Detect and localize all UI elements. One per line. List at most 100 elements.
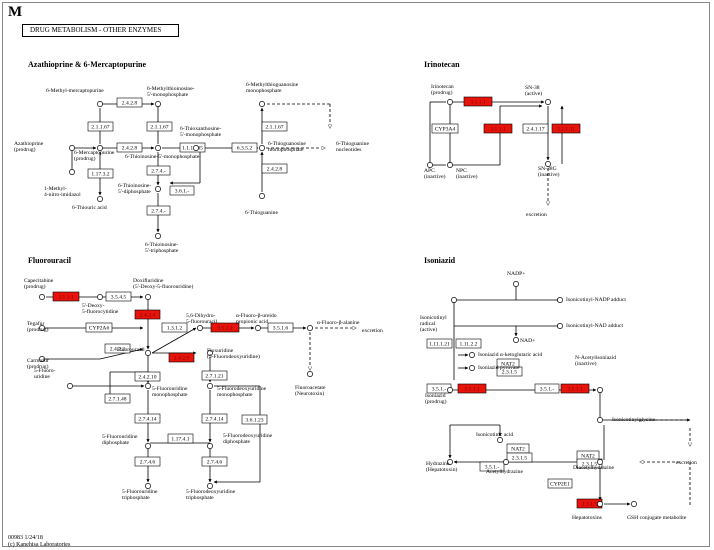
- enzyme-box-e23[interactable]: 3.5.1.6: [267, 322, 294, 333]
- enzyme-box-e15[interactable]: 3.1.1.1: [483, 123, 513, 134]
- compound-node-c53[interactable]: [597, 459, 603, 465]
- enzyme-box-e49[interactable]: CYP2E1: [547, 478, 573, 489]
- enzyme-box-e13[interactable]: 3.1.1.1: [463, 96, 493, 107]
- enzyme-label-e39: 2.3.1.5: [502, 370, 518, 376]
- enzyme-box-e4[interactable]: 1.17.3.2: [87, 168, 114, 179]
- enzyme-box-e21[interactable]: 1.3.1.2: [161, 322, 188, 333]
- compound-node-c26[interactable]: [67, 383, 73, 389]
- enzyme-box-e36[interactable]: 1.11.1.21: [426, 338, 453, 349]
- compound-node-c41[interactable]: [557, 297, 563, 303]
- compound-node-c15[interactable]: [447, 99, 453, 105]
- enzyme-box-e2[interactable]: 2.1.1.67: [87, 121, 114, 132]
- compound-node-c44[interactable]: [513, 337, 519, 343]
- compound-node-c34[interactable]: [207, 383, 213, 389]
- enzyme-box-e3[interactable]: 2.1.1.67: [146, 121, 173, 132]
- compound-node-c13[interactable]: [155, 233, 161, 239]
- enzyme-box-e26[interactable]: 2.4.2.9: [168, 352, 195, 363]
- compound-node-c8[interactable]: [259, 145, 265, 151]
- compound-node-c2[interactable]: [155, 101, 161, 107]
- enzyme-box-e19[interactable]: 3.1.1.1: [52, 291, 80, 302]
- enzyme-box-e17[interactable]: 3.2.1.31: [551, 123, 581, 134]
- enzyme-box-e28[interactable]: 2.7.1.21: [201, 370, 228, 381]
- compound-node-c32[interactable]: [207, 350, 213, 356]
- compound-node-c3[interactable]: [259, 101, 265, 107]
- enzyme-box-e14[interactable]: CYP3A4: [431, 123, 459, 134]
- compound-node-c7[interactable]: [193, 145, 199, 151]
- enzyme-box-e43[interactable]: 3.5.1.1: [560, 383, 590, 394]
- enzyme-box-e1[interactable]: 2.4.2.8: [116, 97, 143, 108]
- enzyme-box-e6[interactable]: 1.1.1.205: [179, 142, 206, 153]
- enzyme-box-e39[interactable]: 2.3.1.5: [496, 366, 523, 377]
- compound-node-c6[interactable]: [155, 145, 161, 151]
- compound-node-c33[interactable]: [145, 383, 151, 389]
- compound-node-c18[interactable]: [447, 162, 453, 168]
- compound-node-c19[interactable]: [545, 161, 551, 167]
- enzyme-box-e7[interactable]: 6.3.5.2: [231, 142, 258, 153]
- compound-node-c14[interactable]: [259, 193, 265, 199]
- enzyme-box-e8[interactable]: 2.1.1.67: [261, 121, 288, 132]
- compound-node-c38[interactable]: [145, 483, 151, 489]
- compound-node-c30[interactable]: [307, 325, 313, 331]
- compound-node-c29[interactable]: [255, 325, 261, 331]
- enzyme-box-e42[interactable]: 3.5.1.-: [534, 383, 560, 394]
- compound-node-c16[interactable]: [545, 99, 551, 105]
- enzyme-box-e10[interactable]: 3.6.1.-: [169, 185, 195, 196]
- enzyme-box-e29[interactable]: 2.7.1.48: [104, 393, 131, 404]
- compound-node-c55[interactable]: [597, 501, 603, 507]
- compound-node-c24[interactable]: [39, 325, 45, 331]
- enzyme-box-e12[interactable]: 2.4.2.8: [261, 163, 288, 174]
- compound-node-c36[interactable]: [145, 443, 151, 449]
- compound-node-c5[interactable]: [97, 145, 103, 151]
- enzyme-box-e25[interactable]: 2.4.2.3: [104, 343, 131, 354]
- enzyme-box-e37[interactable]: 1.11.2.2: [455, 338, 482, 349]
- enzyme-box-e20[interactable]: 2.4.2.4: [134, 309, 161, 320]
- enzyme-box-e18[interactable]: 3.5.4.5: [105, 291, 132, 302]
- enzyme-box-e9[interactable]: 2.7.4.-: [146, 165, 171, 176]
- compound-node-c40[interactable]: [513, 281, 519, 287]
- compound-node-c11[interactable]: [97, 196, 103, 202]
- compound-node-c47[interactable]: [447, 387, 453, 393]
- compound-node-c21[interactable]: [39, 294, 45, 300]
- enzyme-box-e34[interactable]: 2.7.4.6: [134, 456, 161, 467]
- enzyme-box-e5[interactable]: 2.4.2.8: [116, 142, 143, 153]
- compound-node-c52[interactable]: [503, 459, 509, 465]
- compound-node-c12[interactable]: [155, 186, 161, 192]
- compound-node-c45[interactable]: [469, 352, 475, 358]
- enzyme-box-e41[interactable]: 3.5.1.1: [457, 383, 487, 394]
- enzyme-box-e27[interactable]: 2.4.2.10: [134, 371, 161, 382]
- compound-node-c28[interactable]: [197, 325, 203, 331]
- enzyme-label-e47: NAT2: [581, 454, 595, 460]
- enzyme-box-e11[interactable]: 2.7.4.-: [146, 205, 171, 216]
- enzyme-box-e35[interactable]: 2.7.4.6: [201, 456, 228, 467]
- enzyme-box-e30[interactable]: 2.7.4.14: [134, 413, 161, 424]
- enzyme-box-e46[interactable]: 3.5.1.-: [479, 461, 505, 472]
- compound-node-c37[interactable]: [207, 443, 213, 449]
- compound-node-c39[interactable]: [207, 483, 213, 489]
- compound-label-c56: GSH conjugate metabolite: [627, 515, 687, 521]
- compound-node-c48[interactable]: [597, 387, 603, 393]
- compound-node-c43[interactable]: [557, 323, 563, 329]
- enzyme-box-e24[interactable]: CYP2A6: [85, 322, 113, 333]
- compound-node-c49[interactable]: [597, 417, 603, 423]
- compound-node-c50[interactable]: [497, 437, 503, 443]
- compound-node-c46[interactable]: [469, 365, 475, 371]
- compound-node-c25[interactable]: [39, 356, 45, 362]
- compound-node-c35[interactable]: [307, 371, 313, 377]
- compound-node-c51[interactable]: [447, 459, 453, 465]
- compound-node-c27[interactable]: [145, 350, 151, 356]
- compound-node-c42[interactable]: [451, 297, 457, 303]
- compound-node-c23[interactable]: [145, 294, 151, 300]
- compound-node-c10[interactable]: [69, 169, 75, 175]
- compound-node-c4[interactable]: [69, 145, 75, 151]
- compound-node-c17[interactable]: [427, 162, 433, 168]
- enzyme-box-e31[interactable]: 2.7.4.14: [201, 413, 228, 424]
- enzyme-box-e16[interactable]: 2.4.1.17: [522, 123, 549, 134]
- enzyme-box-e33[interactable]: 3.6.1.23: [241, 414, 268, 425]
- enzyme-box-e32[interactable]: 1.17.4.1: [167, 433, 194, 444]
- compound-node-c56[interactable]: [631, 501, 637, 507]
- enzyme-box-e45[interactable]: 2.3.1.5: [506, 452, 533, 463]
- compound-node-c1[interactable]: [97, 101, 103, 107]
- enzyme-box-e22[interactable]: 3.5.2.2: [210, 322, 240, 333]
- compound-node-c22[interactable]: [97, 294, 103, 300]
